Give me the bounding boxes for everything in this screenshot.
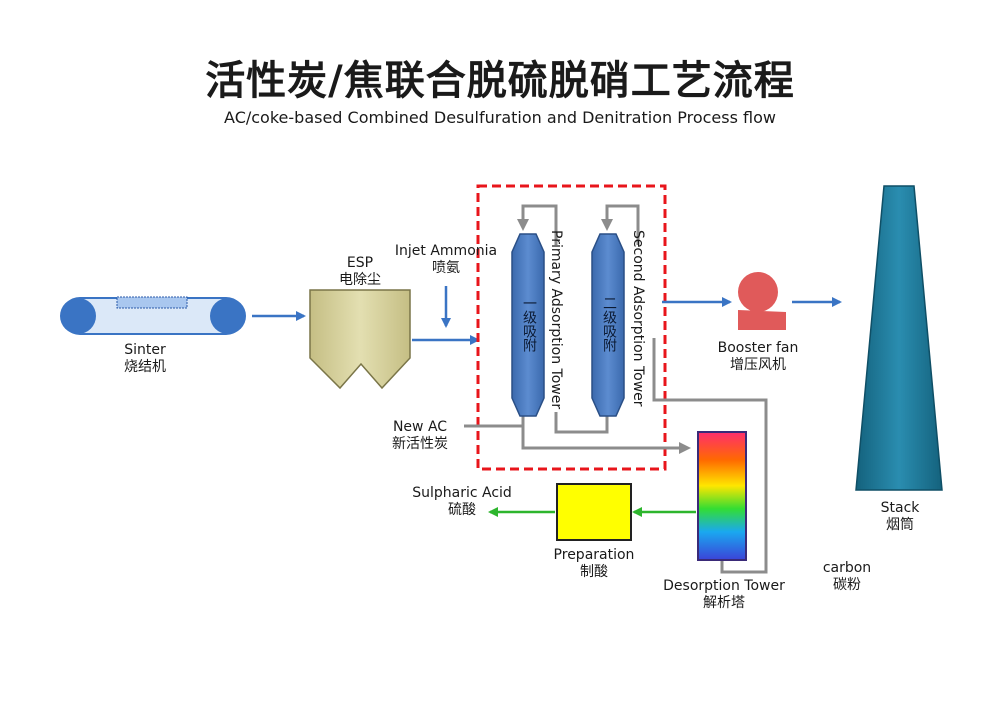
- booster-fan: [738, 272, 786, 330]
- carbon-label-cn: 碳粉: [833, 577, 861, 593]
- stack-label-en: Stack: [880, 500, 920, 516]
- carbon-label: carbon 碳粉: [812, 560, 882, 594]
- preparation-label-cn: 制酸: [580, 564, 608, 580]
- ammonia-label-en: Injet Ammonia: [394, 243, 498, 259]
- page-title-en: AC/coke-based Combined Desulfuration and…: [224, 108, 776, 127]
- carbon-label-en: carbon: [822, 560, 872, 576]
- esp-unit: [309, 289, 411, 390]
- second-tower-cn: 二级吸附: [601, 296, 617, 352]
- desorption-tower-label: Desorption Tower 解析塔: [650, 578, 798, 612]
- ammonia-label-cn: 喷氨: [432, 260, 460, 276]
- sulphuric-acid-label: Sulpharic Acid 硫酸: [400, 485, 524, 519]
- booster-fan-label: Booster fan 增压风机: [706, 340, 810, 374]
- booster-fan-label-en: Booster fan: [717, 340, 799, 356]
- ammonia-label: Injet Ammonia 喷氨: [388, 243, 504, 277]
- preparation-label: Preparation 制酸: [541, 547, 647, 581]
- esp-label-cn: 电除尘: [339, 272, 381, 288]
- desorption-tower-label-cn: 解析塔: [703, 595, 745, 611]
- sinter-label-en: Sinter: [124, 342, 166, 358]
- preparation-label-en: Preparation: [553, 547, 635, 563]
- primary-adsorption-tower: [511, 233, 545, 417]
- stack-label-cn: 烟筒: [886, 517, 914, 533]
- primary-tower-en: Primary Adsorption Tower: [548, 230, 564, 410]
- stack-chimney: [855, 185, 943, 491]
- page-title-cn: 活性炭/焦联合脱硫脱硝工艺流程: [205, 58, 795, 104]
- stack-label: Stack 烟筒: [860, 500, 940, 534]
- esp-label: ESP 电除尘: [320, 255, 400, 289]
- primary-tower-cn: 一级吸附: [521, 296, 537, 352]
- preparation-unit: [556, 483, 632, 541]
- desorption-tower-label-en: Desorption Tower: [663, 578, 785, 594]
- sinter-machine: [60, 296, 246, 335]
- new-ac-label-en: New AC: [392, 419, 448, 435]
- booster-fan-label-cn: 增压风机: [730, 357, 786, 373]
- sinter-label-cn: 烧结机: [124, 359, 166, 375]
- second-adsorption-tower: [591, 233, 625, 417]
- desorption-tower: [697, 431, 747, 561]
- esp-label-en: ESP: [346, 255, 374, 271]
- sulphuric-acid-label-en: Sulpharic Acid: [412, 485, 512, 501]
- second-tower-en: Second Adsorption Tower: [630, 230, 646, 407]
- sulphuric-acid-label-cn: 硫酸: [448, 502, 476, 518]
- new-ac-label: New AC 新活性炭: [380, 419, 460, 453]
- new-ac-label-cn: 新活性炭: [392, 436, 448, 452]
- adsorption-zone-box: [476, 184, 667, 471]
- sinter-label: Sinter 烧结机: [105, 342, 185, 376]
